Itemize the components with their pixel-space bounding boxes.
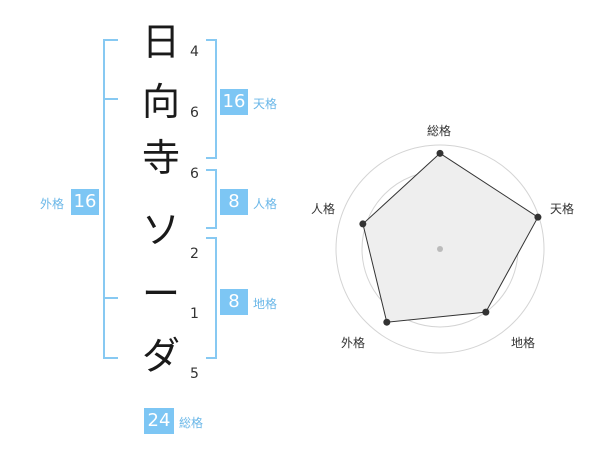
tenkaku-label: 天格 bbox=[253, 97, 278, 111]
stroke-count-2: 6 bbox=[190, 105, 199, 121]
tenkaku-badge: 16 bbox=[220, 89, 248, 115]
radar-label-jinkaku: 人格 bbox=[311, 202, 336, 216]
radar-points bbox=[359, 149, 542, 326]
name-char-3: 寺 bbox=[141, 136, 180, 180]
radar-center-dot bbox=[437, 246, 443, 252]
soukaku-label: 総格 bbox=[179, 416, 204, 430]
radar-polygon bbox=[362, 152, 539, 323]
stroke-count-4: 2 bbox=[190, 246, 199, 262]
name-char-1: 日 bbox=[141, 20, 180, 64]
chikaku-label: 地格 bbox=[253, 297, 278, 311]
radar-point-1 bbox=[436, 149, 444, 157]
stroke-count-6: 5 bbox=[190, 366, 199, 382]
gaikaku-badge: 16 bbox=[71, 189, 99, 215]
stroke-count-5: 1 bbox=[190, 306, 199, 322]
soukaku-badge: 24 bbox=[144, 408, 174, 434]
radar-label-tenkaku: 天格 bbox=[550, 202, 575, 216]
radar-ring bbox=[335, 144, 545, 354]
name-char-4: ソ bbox=[141, 208, 180, 252]
name-char-2: 向 bbox=[141, 80, 180, 124]
radar-point-2 bbox=[534, 213, 542, 221]
stroke-count-1: 4 bbox=[190, 44, 199, 60]
stroke-count-3: 6 bbox=[190, 166, 199, 182]
radar-point-4 bbox=[383, 318, 391, 326]
jinkaku-bracket bbox=[206, 169, 217, 229]
jinkaku-label: 人格 bbox=[253, 197, 278, 211]
chikaku-bracket bbox=[206, 237, 217, 359]
name-char-6: ダ bbox=[141, 334, 180, 378]
name-char-5: ー bbox=[141, 272, 180, 316]
radar-point-5 bbox=[359, 220, 367, 228]
radar-label-chikaku: 地格 bbox=[511, 336, 536, 350]
radar-label-soukaku: 総格 bbox=[427, 124, 452, 138]
chikaku-badge: 8 bbox=[220, 289, 248, 315]
tenkaku-bracket bbox=[206, 39, 217, 159]
gaikaku-label: 外格 bbox=[40, 197, 65, 211]
gaikaku-bracket bbox=[103, 39, 118, 359]
radar-point-3 bbox=[482, 308, 490, 316]
jinkaku-badge: 8 bbox=[220, 189, 248, 215]
radar-label-gaikaku: 外格 bbox=[341, 336, 366, 350]
